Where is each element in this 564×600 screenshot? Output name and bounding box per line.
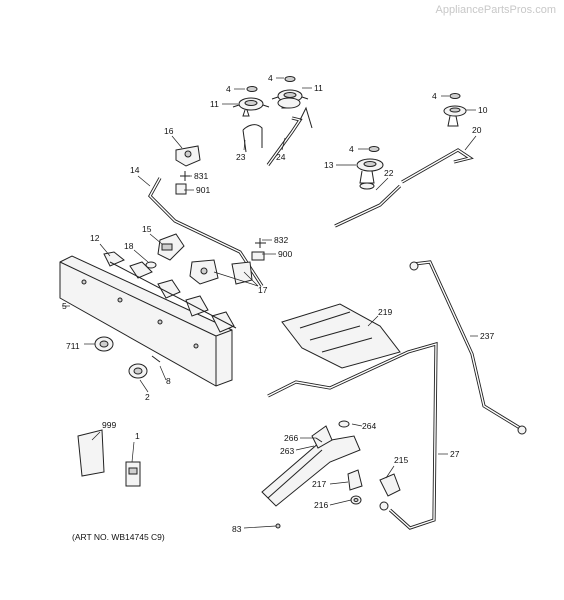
bracket-217[interactable] (347, 469, 363, 491)
callout-23: 23 (236, 152, 246, 162)
valve-15[interactable] (157, 233, 185, 261)
watermark: AppliancePartsPros.com (435, 4, 556, 16)
burner-cap-4d[interactable] (368, 146, 380, 152)
callout-711: 711 (66, 341, 80, 351)
callout-832: 832 (274, 235, 288, 245)
callout-12: 12 (90, 233, 100, 243)
callout-8: 8 (166, 376, 171, 386)
callout-11: 11 (314, 83, 323, 93)
callout-4: 4 (268, 73, 273, 83)
valve-bank-12[interactable] (103, 251, 237, 333)
washer-216[interactable] (350, 495, 362, 505)
burner-head-10[interactable] (443, 105, 467, 127)
callout-5: 5 (62, 301, 67, 311)
screw-832[interactable] (255, 238, 266, 248)
burner-head-11a[interactable] (232, 97, 270, 117)
leader-lines (62, 77, 478, 529)
callout-215: 215 (394, 455, 408, 465)
elbow-215[interactable] (379, 473, 401, 511)
callout-24: 24 (276, 152, 286, 162)
knob-711[interactable] (94, 336, 114, 352)
literature-999[interactable] (77, 429, 105, 477)
manifold-panel-5[interactable] (59, 255, 233, 387)
callout-999: 999 (102, 420, 116, 430)
callout-11: 11 (210, 99, 219, 109)
burner-head-11c[interactable] (277, 97, 301, 109)
callout-15: 15 (142, 224, 152, 234)
spud-264b[interactable] (338, 420, 350, 428)
callout-20: 20 (472, 125, 482, 135)
igniter-263[interactable] (311, 425, 333, 449)
callout-27: 27 (450, 449, 460, 459)
callout-labels: 4 4 4 4 11 11 10 20 23 24 13 22 16 831 9… (62, 73, 494, 534)
callout-22: 22 (384, 168, 394, 178)
callout-83: 83 (232, 524, 242, 534)
callout-237: 237 (480, 331, 494, 341)
bracket-900[interactable] (251, 251, 265, 261)
gas-tube-22[interactable] (334, 184, 402, 228)
burner-cap-4c[interactable] (449, 93, 461, 99)
orifice-18[interactable] (145, 261, 157, 269)
callout-13: 13 (324, 160, 334, 170)
valve-17a[interactable] (189, 259, 219, 285)
gas-tube-23[interactable] (242, 124, 263, 153)
screw-83[interactable] (275, 523, 281, 529)
bracket-901[interactable] (175, 183, 187, 195)
gas-tube-24[interactable] (266, 106, 313, 166)
callout-831: 831 (194, 171, 208, 181)
thermostat-1[interactable] (125, 461, 141, 487)
callout-216: 216 (314, 500, 328, 510)
screw-8[interactable] (151, 355, 161, 363)
callout-17: 17 (258, 285, 268, 295)
screw-266[interactable] (315, 437, 323, 443)
callout-4: 4 (349, 144, 354, 154)
callout-900: 900 (278, 249, 292, 259)
art-number-caption: (ART NO. WB14745 C9) (72, 532, 165, 542)
callout-263: 263 (280, 446, 294, 456)
callout-4: 4 (432, 91, 437, 101)
gas-tube-20[interactable] (401, 148, 474, 184)
oven-burner-tube-27[interactable] (267, 341, 438, 530)
callout-264: 264 (362, 421, 376, 431)
callout-219: 219 (378, 307, 392, 317)
callout-14: 14 (130, 165, 140, 175)
burner-cap-4a[interactable] (246, 86, 258, 92)
callout-16: 16 (164, 126, 174, 136)
oven-burner-shield-219[interactable] (281, 303, 401, 369)
gas-line-237[interactable] (409, 260, 527, 435)
callout-901: 901 (196, 185, 210, 195)
regulator-16[interactable] (175, 145, 201, 167)
callout-2: 2 (145, 392, 150, 402)
callout-217: 217 (312, 479, 326, 489)
burner-cap-4b[interactable] (284, 76, 296, 82)
callout-10: 10 (478, 105, 488, 115)
callout-18: 18 (124, 241, 134, 251)
callout-1: 1 (135, 431, 140, 441)
callout-266: 266 (284, 433, 298, 443)
callout-4: 4 (226, 84, 231, 94)
knob-2[interactable] (128, 363, 148, 379)
burner-head-13[interactable] (356, 158, 384, 190)
